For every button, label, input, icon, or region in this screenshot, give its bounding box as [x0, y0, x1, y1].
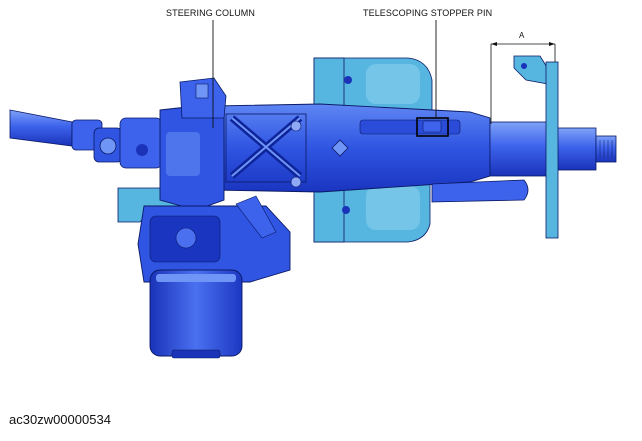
- column-housing: [213, 103, 491, 193]
- intermediate-shaft: [9, 109, 103, 151]
- figure-reference-code: ac30zw00000534: [9, 412, 111, 427]
- tilt-mechanism: [159, 77, 227, 211]
- right-bracket: [513, 55, 559, 239]
- assist-motor: [149, 269, 243, 359]
- gearbox: [137, 195, 291, 283]
- dimension-a-label: A: [519, 31, 525, 40]
- stopper-pin-highlight: [416, 117, 449, 137]
- steering-column-label: STEERING COLUMN: [166, 8, 256, 18]
- upper-mounting-bracket: [313, 57, 433, 243]
- upper-shaft: [489, 121, 617, 177]
- universal-joint: [93, 117, 163, 169]
- tilt-lever: [431, 179, 529, 203]
- stopper-pin: [422, 120, 442, 133]
- telescoping-stopper-pin-label: TELESCOPING STOPPER PIN: [363, 8, 493, 18]
- dimension-a: [490, 42, 556, 124]
